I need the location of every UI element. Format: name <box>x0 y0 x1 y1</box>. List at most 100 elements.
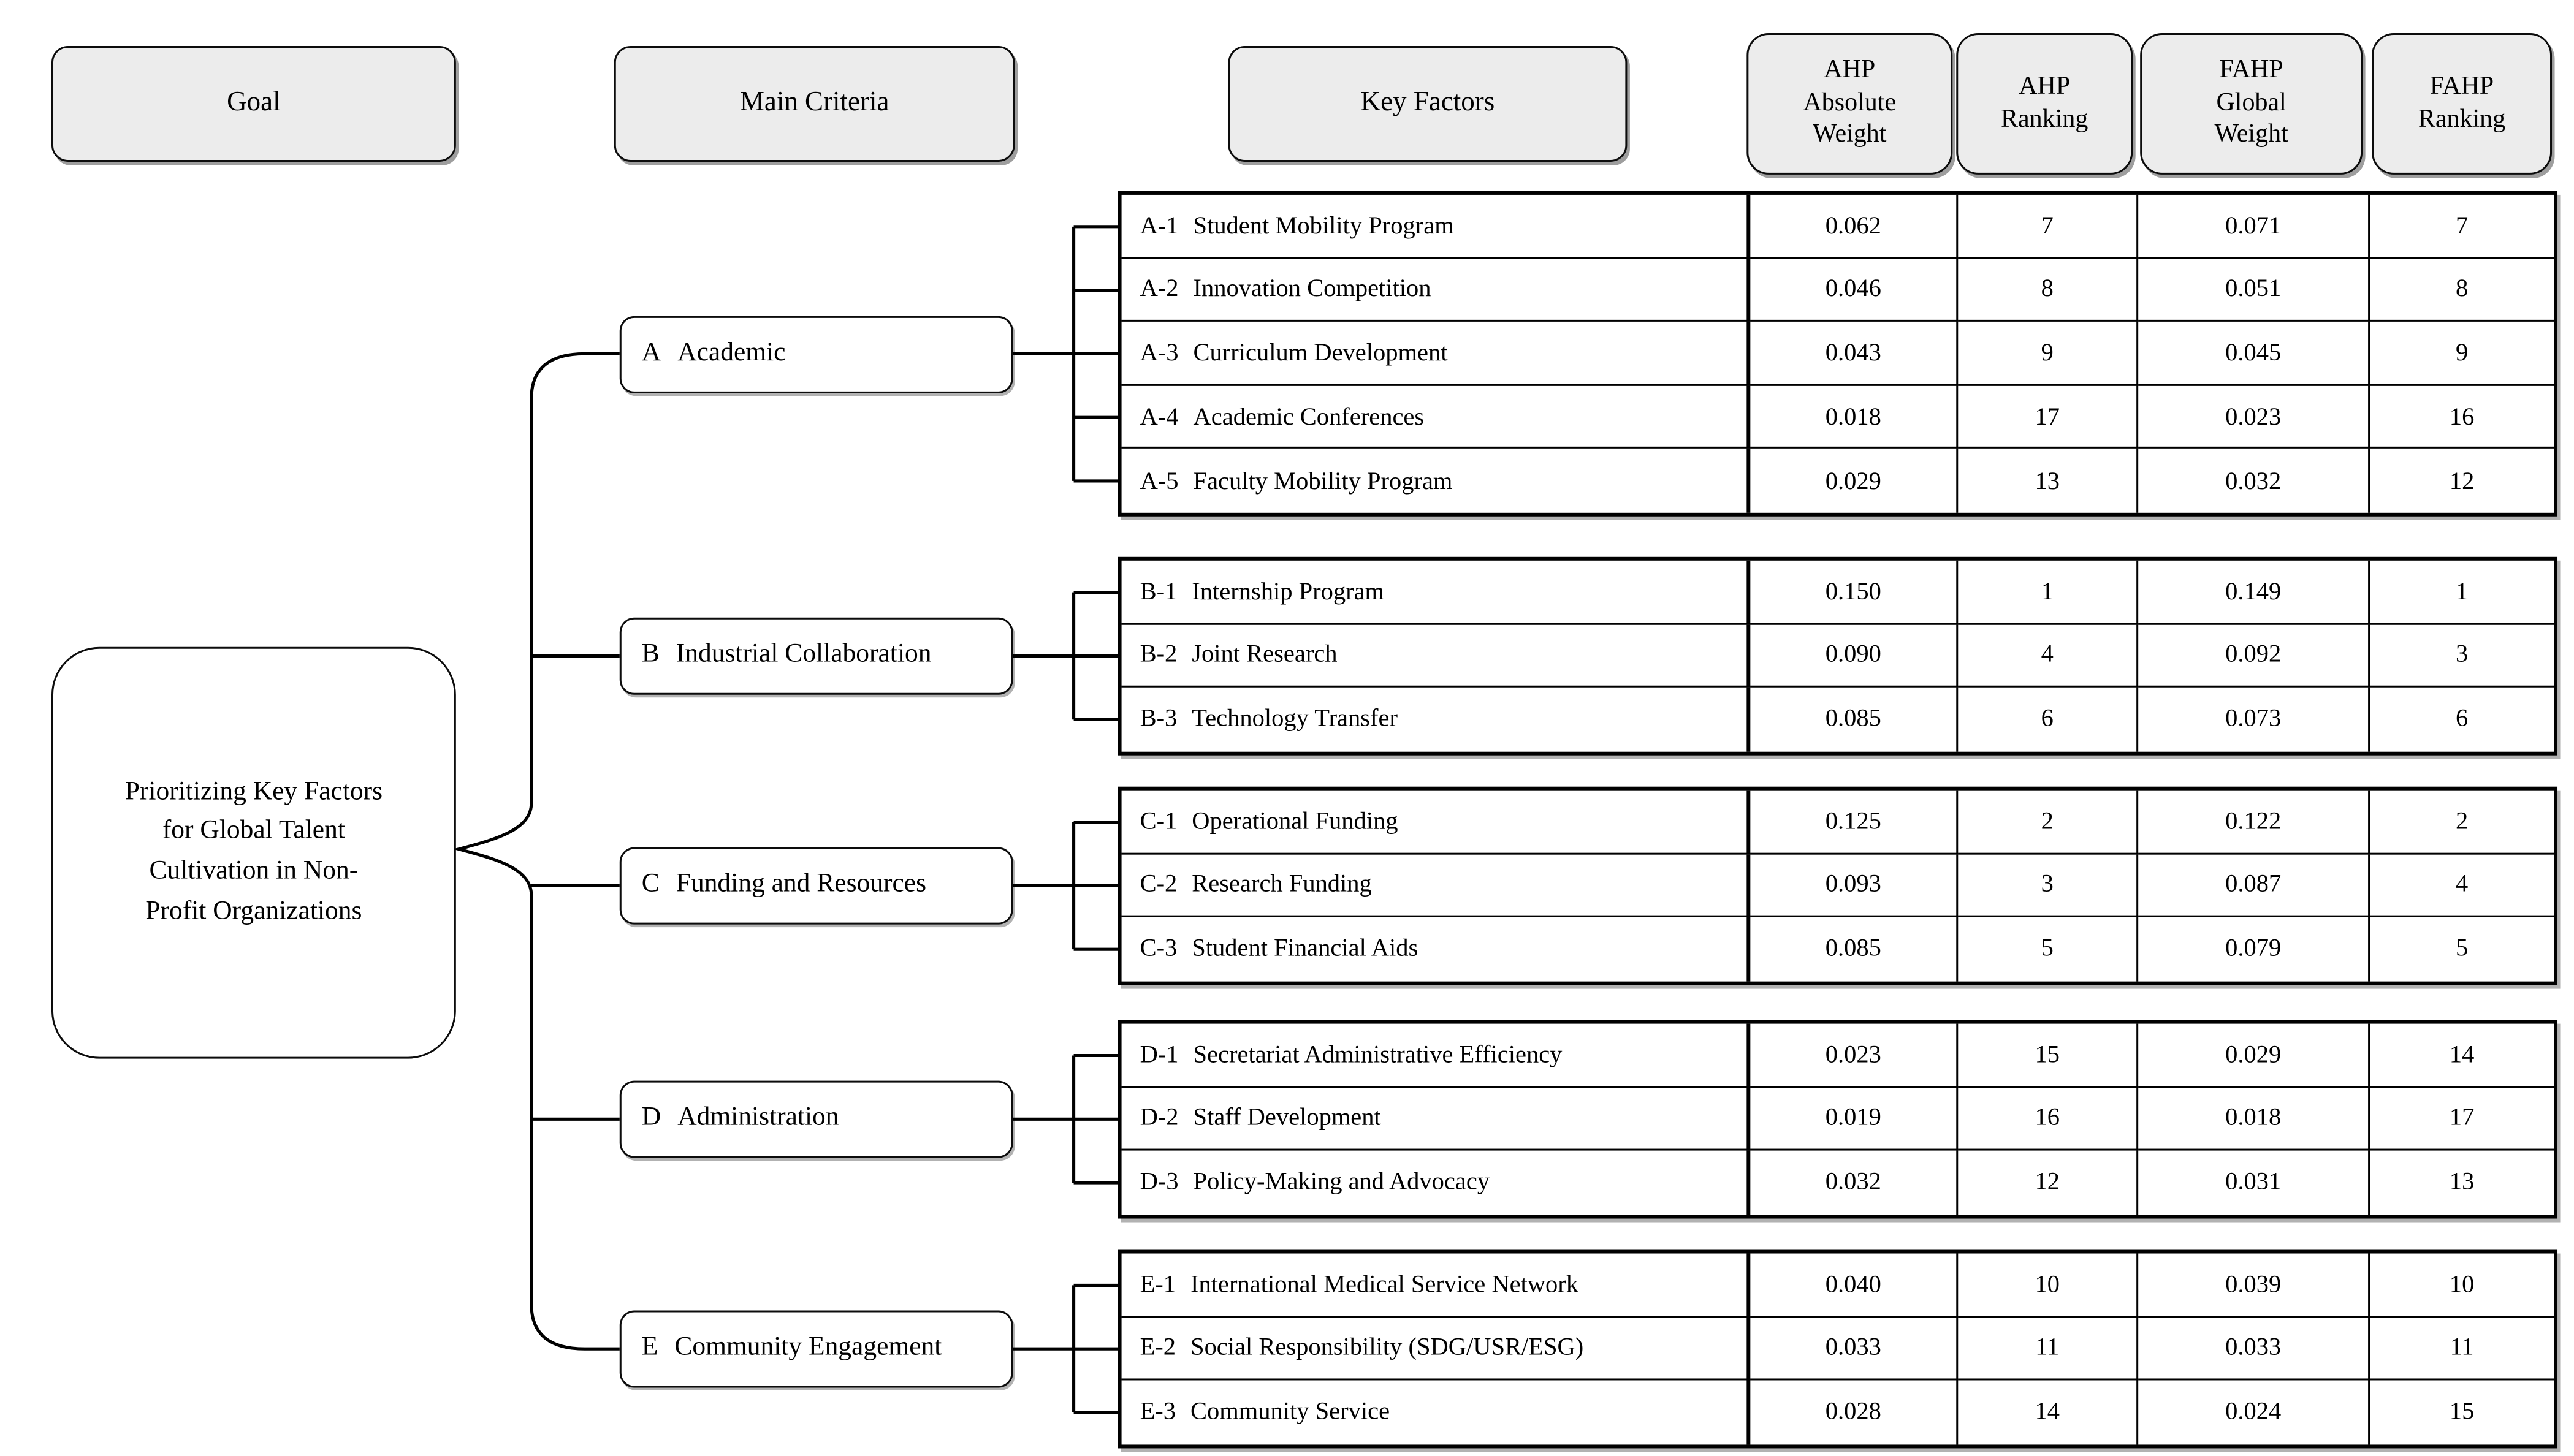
factor-code: A-4 <box>1140 401 1179 430</box>
ahp-ranking-cell: 2 <box>1958 790 2139 854</box>
factor-code: C-1 <box>1140 806 1178 835</box>
ahp-ranking-cell: 17 <box>1958 385 2139 449</box>
column-header-2: FAHP Global Weight <box>2140 32 2363 175</box>
fahp-ranking-cell: 10 <box>2370 1254 2554 1318</box>
ahp-absolute-weight-cell: 0.125 <box>1750 790 1959 854</box>
ahp-ranking-cell: 12 <box>1958 1151 2139 1215</box>
factor-code: E-3 <box>1140 1397 1176 1425</box>
fahp-ranking-cell: 17 <box>2370 1087 2554 1151</box>
criteria-letter: C <box>641 870 660 900</box>
factor-code: C-2 <box>1140 870 1178 898</box>
ahp-absolute-weight-cell: 0.090 <box>1750 624 1959 688</box>
ahp-absolute-weight-cell: 0.028 <box>1750 1381 1959 1444</box>
factor-label: Curriculum Development <box>1193 338 1448 366</box>
goal-column-header: Goal <box>51 45 456 162</box>
ahp-ranking-cell: 16 <box>1958 1087 2139 1151</box>
factor-name-cell: D-3 Policy-Making and Advocacy <box>1122 1151 1751 1215</box>
factor-code: A-2 <box>1140 275 1179 303</box>
ahp-absolute-weight-cell: 0.029 <box>1750 449 1959 513</box>
fahp-global-weight-cell: 0.045 <box>2138 322 2370 386</box>
ahp-ranking-cell: 14 <box>1958 1381 2139 1444</box>
fahp-global-weight-cell: 0.071 <box>2138 194 2370 259</box>
fahp-ranking-cell: 14 <box>2370 1024 2554 1088</box>
ahp-ranking-cell: 11 <box>1958 1317 2139 1381</box>
factor-code: A-3 <box>1140 338 1179 366</box>
fahp-ranking-cell: 12 <box>2449 466 2475 494</box>
factor-code: A-5 <box>1140 466 1179 494</box>
ahp-absolute-weight-cell: 0.043 <box>1750 322 1959 386</box>
column-header-3: FAHP Ranking <box>2372 32 2553 175</box>
factor-label: Faculty Mobility Program <box>1193 466 1453 494</box>
fahp-global-weight-cell: 0.149 <box>2138 560 2370 624</box>
fahp-ranking-cell: 7 <box>2370 195 2554 259</box>
ahp-absolute-weight-cell: 0.040 <box>1750 1253 1959 1318</box>
factor-code: C-3 <box>1140 935 1178 963</box>
fahp-global-weight-cell: 0.033 <box>2138 1317 2370 1381</box>
fahp-global-weight-cell: 0.092 <box>2138 624 2370 688</box>
factor-label: Social Responsibility (SDG/USR/ESG) <box>1190 1333 1584 1361</box>
fahp-ranking-cell: 8 <box>2370 259 2554 322</box>
factor-label: Technology Transfer <box>1192 705 1398 733</box>
column-header-0: AHP Absolute Weight <box>1746 32 1953 175</box>
fahp-global-weight-cell: 0.032 <box>2138 449 2370 513</box>
ahp-absolute-weight-cell: 0.150 <box>1750 560 1959 624</box>
factor-code: A-1 <box>1140 211 1179 239</box>
fahp-ranking-cell: 6 <box>2455 705 2469 733</box>
factor-label: Staff Development <box>1193 1103 1381 1131</box>
fahp-global-weight-cell: 0.079 <box>2138 917 2370 981</box>
factor-code: E-1 <box>1140 1269 1176 1297</box>
fahp-global-weight-cell: 0.073 <box>2138 688 2370 752</box>
factor-label: International Medical Service Network <box>1190 1269 1579 1297</box>
factor-code: B-2 <box>1140 640 1178 668</box>
ahp-ranking-cell: 8 <box>1958 258 2139 322</box>
factor-label: Secretariat Administrative Efficiency <box>1193 1039 1563 1067</box>
fahp-ranking-cell: 5 <box>2455 935 2469 963</box>
fahp-ranking-cell: 9 <box>2370 322 2554 386</box>
factor-label: Student Mobility Program <box>1193 211 1454 239</box>
goal-spine-brace <box>452 352 620 1351</box>
criteria-label: Academic <box>677 338 786 368</box>
ahp-ranking-cell: 3 <box>1958 854 2139 918</box>
fahp-global-weight-cell: 0.122 <box>2138 790 2370 854</box>
fahp-global-weight-cell: 0.024 <box>2138 1381 2370 1444</box>
ahp-ranking-cell: 10 <box>1958 1253 2139 1318</box>
fahp-ranking-cell: 13 <box>2449 1168 2475 1196</box>
ahp-ranking-cell: 7 <box>1958 194 2139 259</box>
factor-code: D-3 <box>1140 1168 1179 1196</box>
fahp-ranking-cell: 11 <box>2370 1317 2554 1381</box>
column-header-1: AHP Ranking <box>1956 32 2133 175</box>
fahp-global-weight-cell: 0.087 <box>2138 854 2370 918</box>
ahp-absolute-weight-cell: 0.032 <box>1750 1151 1959 1215</box>
criteria-letter: A <box>641 338 661 368</box>
ahp-absolute-weight-cell: 0.062 <box>1750 194 1959 259</box>
ahp-absolute-weight-cell: 0.085 <box>1750 917 1959 981</box>
factor-name-cell: A-4 Academic Conferences <box>1121 385 1751 449</box>
ahp-absolute-weight-cell: 0.093 <box>1750 854 1959 918</box>
factor-name-cell: C-3 Student Financial Aids <box>1122 917 1751 981</box>
criteria-label: Funding and Resources <box>676 870 927 900</box>
factor-label: Policy-Making and Advocacy <box>1193 1168 1490 1196</box>
factor-label: Academic Conferences <box>1193 401 1425 430</box>
ahp-ranking-cell: 13 <box>1958 449 2139 513</box>
factor-name-cell: A-1 Student Mobility Program <box>1121 194 1751 259</box>
factor-table-section-E: E-1 International Medical Service Network… <box>1118 1249 2558 1448</box>
factor-label: Joint Research <box>1192 640 1338 668</box>
factor-label: Student Financial Aids <box>1192 935 1418 963</box>
ahp-ranking-cell: 4 <box>1958 624 2139 688</box>
ahp-absolute-weight-cell: 0.033 <box>1750 1317 1959 1381</box>
factor-label: Research Funding <box>1192 870 1372 898</box>
criteria-label: Community Engagement <box>674 1333 942 1363</box>
fahp-global-weight-cell: 0.031 <box>2138 1151 2370 1215</box>
